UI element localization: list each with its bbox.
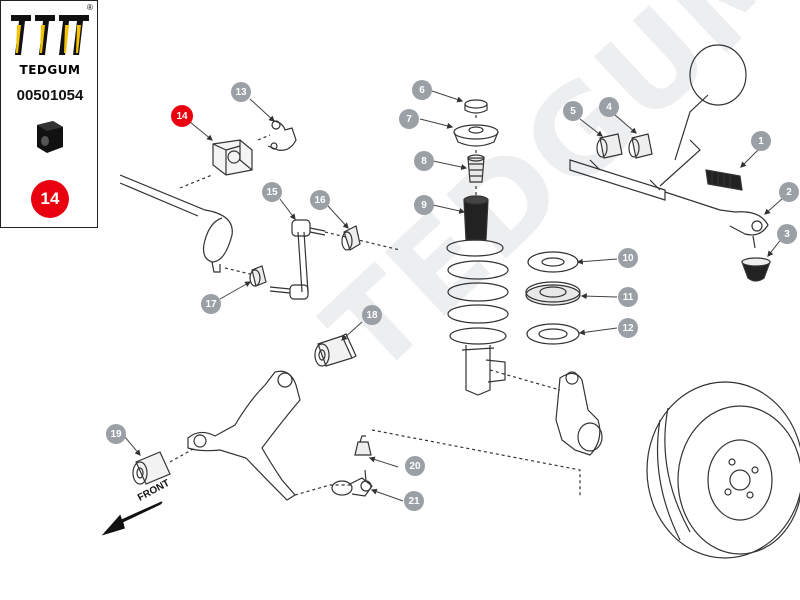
- callout-15: 15: [262, 182, 282, 202]
- callout-6: 6: [412, 80, 432, 100]
- rack-boot-drawing: [705, 169, 743, 191]
- arm-bushing-rear-drawing: [314, 333, 357, 367]
- stabilizer-link-drawing: [269, 219, 326, 300]
- stabilizer-bushing-icon: [37, 121, 63, 153]
- product-info-panel: ® TEDGUM 00501054 14: [0, 0, 98, 228]
- callout-18: 18: [362, 305, 382, 325]
- callout-14: 14: [171, 105, 193, 127]
- leader-lines: [124, 90, 784, 502]
- steering-wheel-drawing: [674, 44, 747, 161]
- callout-13: 13: [231, 82, 251, 102]
- dust-boot-drawing: [354, 435, 372, 456]
- callout-12: 12: [618, 318, 638, 338]
- wheel-tire-drawing: [646, 381, 800, 559]
- part-number: 00501054: [16, 87, 84, 104]
- steering-knuckle-drawing: [555, 371, 603, 456]
- callout-16: 16: [310, 190, 330, 210]
- callout-9: 9: [414, 195, 434, 215]
- spring-seat-lower-drawing: [526, 323, 580, 345]
- callout-7: 7: [399, 109, 419, 129]
- coil-spring-drawing: [446, 239, 509, 345]
- link-bushing-upper-drawing: [341, 225, 361, 251]
- callout-4: 4: [599, 97, 619, 117]
- callout-8: 8: [414, 151, 434, 171]
- control-arm-drawing: [187, 370, 301, 501]
- rack-bushing-5-drawing: [596, 133, 623, 159]
- callout-2: 2: [779, 182, 799, 202]
- steering-rack-drawing: [569, 139, 721, 211]
- protective-boot-drawing: [463, 195, 489, 241]
- strut-body-drawing: [461, 345, 506, 396]
- callout-21: 21: [404, 491, 424, 511]
- strut-bearing-drawing: [525, 281, 581, 306]
- registered-mark: ®: [87, 3, 93, 12]
- callout-5: 5: [563, 101, 583, 121]
- spring-seat-upper-drawing: [527, 251, 579, 273]
- callout-10: 10: [618, 248, 638, 268]
- front-arrow-icon: [101, 501, 163, 536]
- stabilizer-bushing-drawing: [212, 139, 253, 176]
- brand-name: TEDGUM: [19, 63, 81, 77]
- callout-17: 17: [201, 294, 221, 314]
- callout-1: 1: [751, 131, 771, 151]
- callout-19: 19: [106, 424, 126, 444]
- callout-11: 11: [618, 287, 638, 307]
- ball-joint-cap-drawing: [741, 257, 771, 282]
- tedgum-logo-icon: [11, 15, 89, 55]
- bump-stop-drawing: [467, 154, 485, 183]
- highlight-number-badge: 14: [31, 180, 69, 218]
- bushing-bracket-drawing: [267, 119, 297, 151]
- tie-rod-end-drawing: [719, 209, 769, 249]
- stabilizer-bar-drawing: [119, 174, 233, 273]
- strut-mount-drawing: [453, 124, 499, 147]
- rack-bushing-4-drawing: [628, 133, 653, 159]
- callout-20: 20: [405, 456, 425, 476]
- arm-bushing-front-drawing: [132, 451, 171, 485]
- strut-mount-nut-drawing: [464, 99, 488, 114]
- tie-rod-end-lower-drawing: [331, 469, 373, 497]
- callout-3: 3: [777, 224, 797, 244]
- link-bushing-lower-drawing: [249, 265, 267, 287]
